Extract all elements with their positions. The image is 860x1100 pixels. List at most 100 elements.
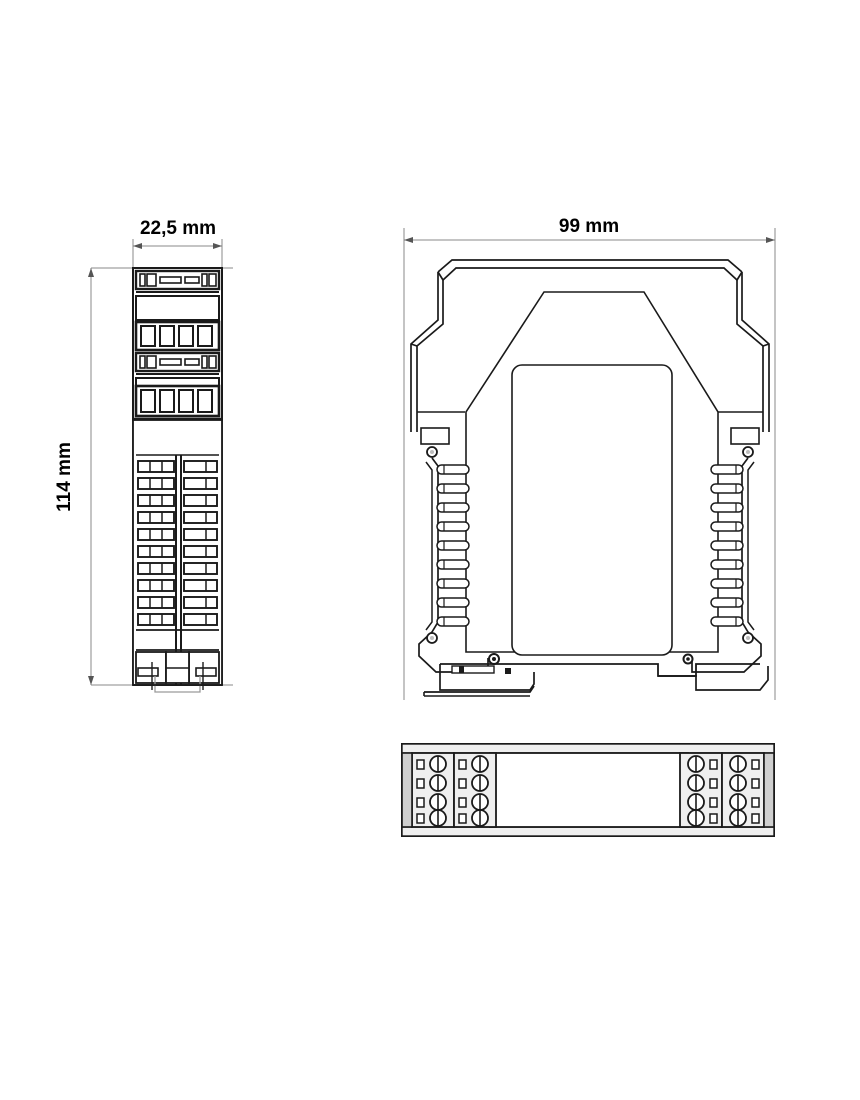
vent-slot (183, 545, 218, 558)
vent-slot (137, 579, 175, 592)
vent-fin (436, 559, 470, 570)
bottom-view-left-cap (401, 752, 413, 828)
side-view-vent-slots (137, 460, 218, 626)
side-view-foot (133, 629, 222, 693)
vent-slot (137, 511, 175, 524)
vent-slot (183, 528, 218, 541)
vent-slot (137, 477, 175, 490)
front-view (410, 259, 770, 697)
front-vent-fins-right (710, 464, 744, 627)
shoulder-left-inner (416, 280, 444, 432)
cap-outer-edge (437, 259, 743, 273)
vent-fin (436, 521, 470, 532)
cap-inner-edge (442, 267, 738, 281)
clip-notch-right (195, 667, 217, 677)
rail-base-right (658, 666, 769, 691)
terminal-post (178, 325, 194, 347)
strip-bar (184, 276, 200, 284)
strip-bar (184, 358, 200, 366)
strip-slot (146, 355, 157, 369)
shoulder-right-join (762, 343, 770, 347)
dimension-group-99mm: 99 mm (403, 216, 776, 700)
vent-slot (183, 562, 218, 575)
wire-slot (751, 759, 760, 770)
vent-slot (137, 460, 175, 473)
vent-slot (137, 562, 175, 575)
vent-fin (710, 616, 744, 627)
wire-slot (709, 797, 718, 808)
dimension-label-depth: 99 mm (559, 216, 619, 237)
vent-slot (183, 613, 218, 626)
terminal-block-right-d (721, 752, 765, 828)
terminal-post (140, 325, 156, 347)
terminal-post (159, 325, 175, 347)
front-center-panel (465, 291, 719, 656)
screw-inner (430, 636, 434, 640)
wire-slot (416, 797, 425, 808)
vent-fin (436, 540, 470, 551)
latch-recess (730, 427, 760, 445)
strip-slot (208, 355, 217, 369)
vent-fin (710, 464, 744, 475)
vent-fin (710, 483, 744, 494)
terminal-post (197, 389, 213, 413)
label-panel (511, 364, 673, 656)
rail-notch-mark (505, 668, 511, 674)
front-lower-screws (426, 632, 754, 665)
terminal-block-right-c (679, 752, 723, 828)
terminal-post (159, 389, 175, 413)
strip-slot (201, 355, 208, 369)
vent-slot (137, 494, 175, 507)
bottom-view-center-panel (489, 752, 689, 828)
clip-notch-left (137, 667, 159, 677)
vent-wall-outline-right (691, 457, 762, 673)
vent-fin (710, 502, 744, 513)
front-vent-wall-right (691, 457, 762, 673)
clip-hidden-outline (154, 676, 201, 693)
front-latch-left (420, 427, 450, 458)
screw-inner (746, 450, 750, 454)
vent-fin (710, 559, 744, 570)
side-view-terminal-head (132, 267, 223, 421)
vent-fin (436, 502, 470, 513)
vent-slot (183, 596, 218, 609)
vent-fin (436, 483, 470, 494)
wire-slot (416, 778, 425, 789)
dimension-group-22-5mm: 22,5 mm (132, 218, 223, 268)
vent-slot (183, 477, 218, 490)
screw-inner (746, 636, 750, 640)
terminal-block-left-b (453, 752, 497, 828)
vent-fin (710, 540, 744, 551)
terminal-block-left-a (411, 752, 455, 828)
vent-fin (436, 597, 470, 608)
strip-slot (201, 273, 208, 287)
wire-slot (458, 778, 467, 789)
front-vent-fins-left (436, 464, 470, 627)
dimension-arrow-left (133, 243, 142, 249)
bottom-view-right-cap (763, 752, 775, 828)
vent-fin (710, 521, 744, 532)
dimension-arrow-left (404, 237, 413, 243)
rail-notch-mark (459, 666, 464, 673)
front-shoulders (410, 272, 770, 432)
vent-slot (137, 545, 175, 558)
dimension-label-width: 22,5 mm (140, 218, 216, 239)
shoulder-left-join (410, 343, 418, 347)
vent-fin (436, 616, 470, 627)
vent-slot (137, 613, 175, 626)
wire-slot (751, 813, 760, 824)
vent-slot (183, 511, 218, 524)
wire-slot (458, 759, 467, 770)
screw-inner (492, 657, 496, 661)
terminal-strip-row-1 (134, 269, 221, 291)
shoulder-left-outer (410, 272, 439, 432)
strip-slot (208, 273, 217, 287)
wire-slot (751, 778, 760, 789)
terminal-post (197, 325, 213, 347)
side-view (132, 267, 223, 693)
terminal-post (140, 389, 156, 413)
latch-recess (420, 427, 450, 445)
bottom-view-top-edge (401, 743, 775, 754)
bottom-view (401, 743, 775, 837)
